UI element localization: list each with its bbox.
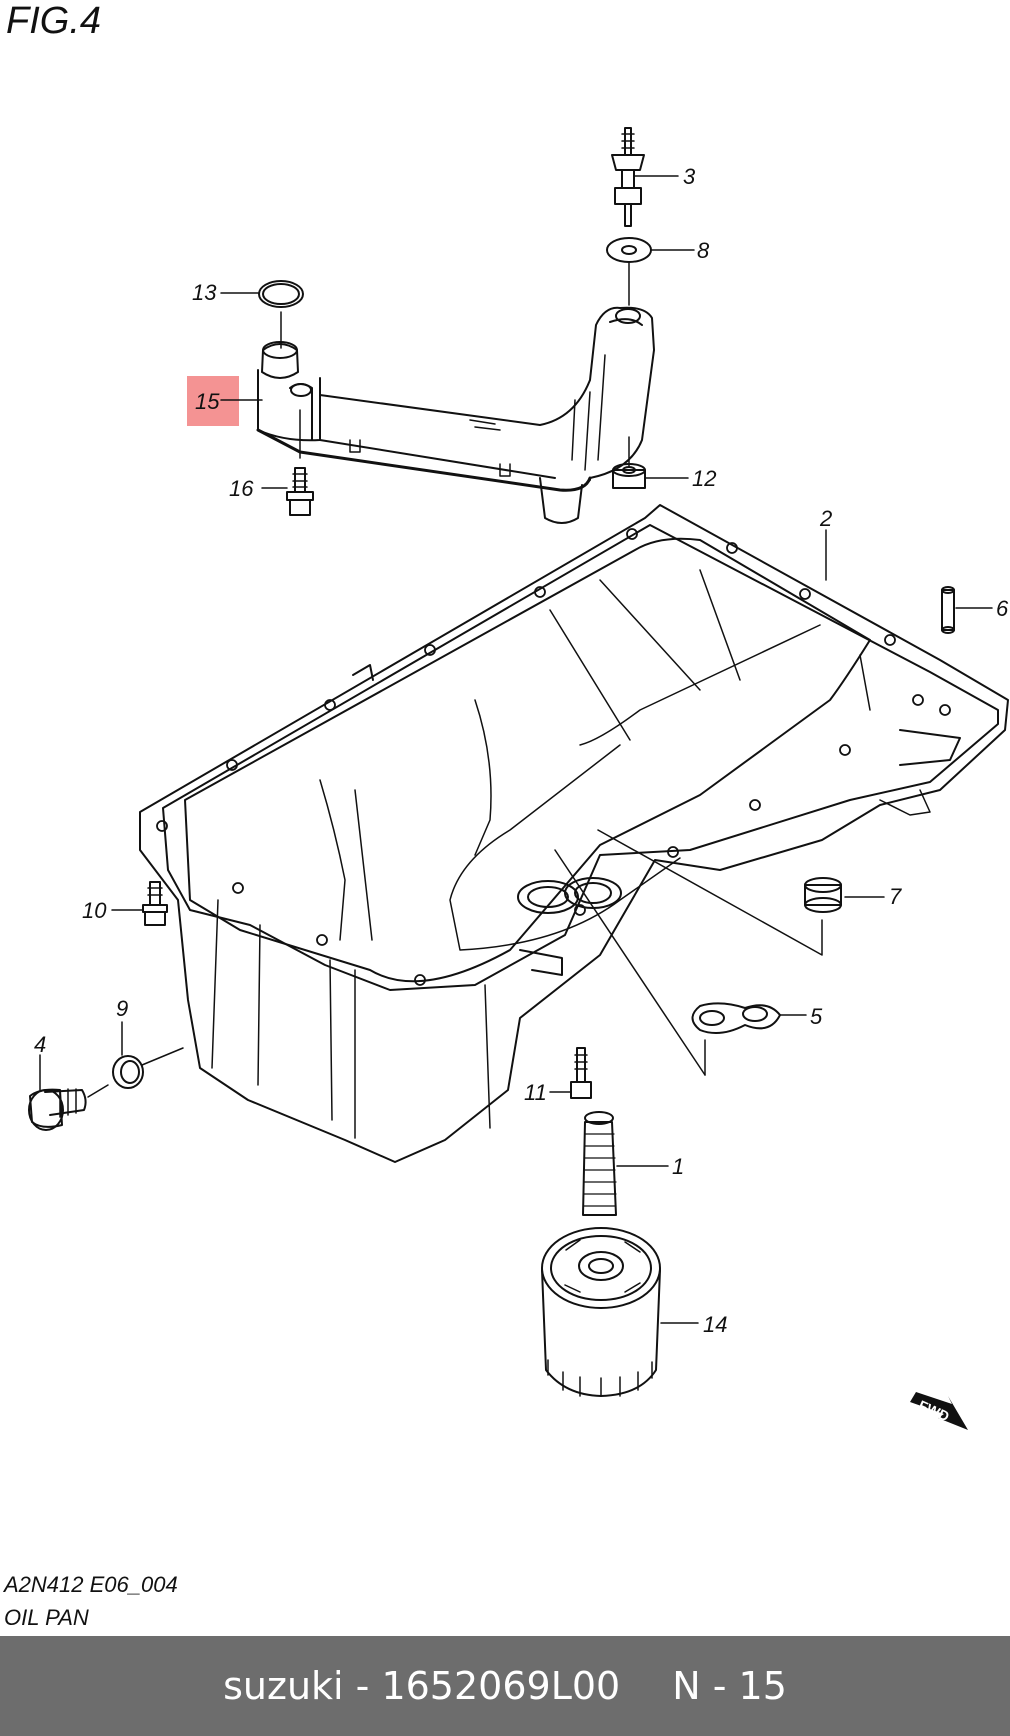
callout-3[interactable]: 3 bbox=[683, 164, 696, 189]
callout-4[interactable]: 4 bbox=[34, 1032, 46, 1057]
callout-6[interactable]: 6 bbox=[996, 596, 1009, 621]
callout-16[interactable]: 16 bbox=[229, 476, 254, 501]
callout-13[interactable]: 13 bbox=[192, 280, 217, 305]
part-6-dowel-pin[interactable] bbox=[941, 586, 955, 634]
callout-8[interactable]: 8 bbox=[697, 238, 710, 263]
callout-15-highlight[interactable] bbox=[187, 376, 239, 426]
callout-2[interactable]: 2 bbox=[819, 506, 832, 531]
oil-pan-exploded-diagram: FWD 3 8 13 15 16 12 2 6 7 10 5 9 4 11 1 … bbox=[28, 127, 1009, 1430]
fwd-arrow-icon: FWD bbox=[910, 1392, 968, 1430]
callout-leader-lines bbox=[554, 829, 823, 1076]
footer-position: N - 15 bbox=[672, 1664, 787, 1708]
fwd-label: FWD bbox=[916, 1397, 952, 1425]
footer-bar: suzuki - 1652069L00 N - 15 bbox=[0, 1636, 1010, 1736]
part-7-bush[interactable] bbox=[804, 877, 842, 913]
part-15-oil-strainer[interactable] bbox=[256, 306, 655, 524]
part-12-nut[interactable] bbox=[612, 463, 646, 489]
footer-brand-part-number: suzuki - 1652069L00 bbox=[223, 1664, 621, 1708]
part-5-gasket[interactable] bbox=[691, 1002, 781, 1035]
part-13-o-ring[interactable] bbox=[258, 280, 304, 308]
callout-7[interactable]: 7 bbox=[889, 884, 902, 909]
part-11-bolt[interactable] bbox=[570, 1047, 592, 1099]
part-10-bolt[interactable] bbox=[142, 881, 168, 926]
part-4-drain-plug[interactable] bbox=[28, 1088, 87, 1131]
part-14-oil-filter[interactable] bbox=[541, 1227, 661, 1397]
part-16-bolt[interactable] bbox=[286, 467, 314, 516]
callout-12[interactable]: 12 bbox=[692, 466, 716, 491]
callout-9[interactable]: 9 bbox=[116, 996, 128, 1021]
part-8-washer[interactable] bbox=[606, 237, 652, 263]
callout-15[interactable]: 15 bbox=[195, 389, 220, 414]
figure-title: FIG.4 bbox=[6, 0, 102, 42]
part-9-gasket-ring[interactable] bbox=[112, 1055, 144, 1089]
callout-14[interactable]: 14 bbox=[703, 1312, 727, 1337]
part-2-oil-pan[interactable] bbox=[139, 504, 1009, 1163]
part-3-bolt[interactable] bbox=[611, 127, 645, 227]
section-name: OIL PAN bbox=[4, 1605, 89, 1630]
callout-1[interactable]: 1 bbox=[672, 1154, 684, 1179]
callout-10[interactable]: 10 bbox=[82, 898, 107, 923]
callout-11[interactable]: 11 bbox=[524, 1080, 547, 1105]
callout-5[interactable]: 5 bbox=[810, 1004, 823, 1029]
drawing-code: A2N412 E06_004 bbox=[4, 1572, 178, 1597]
part-1-stud[interactable] bbox=[582, 1111, 617, 1216]
oil-pan-bolt-holes bbox=[156, 528, 951, 986]
